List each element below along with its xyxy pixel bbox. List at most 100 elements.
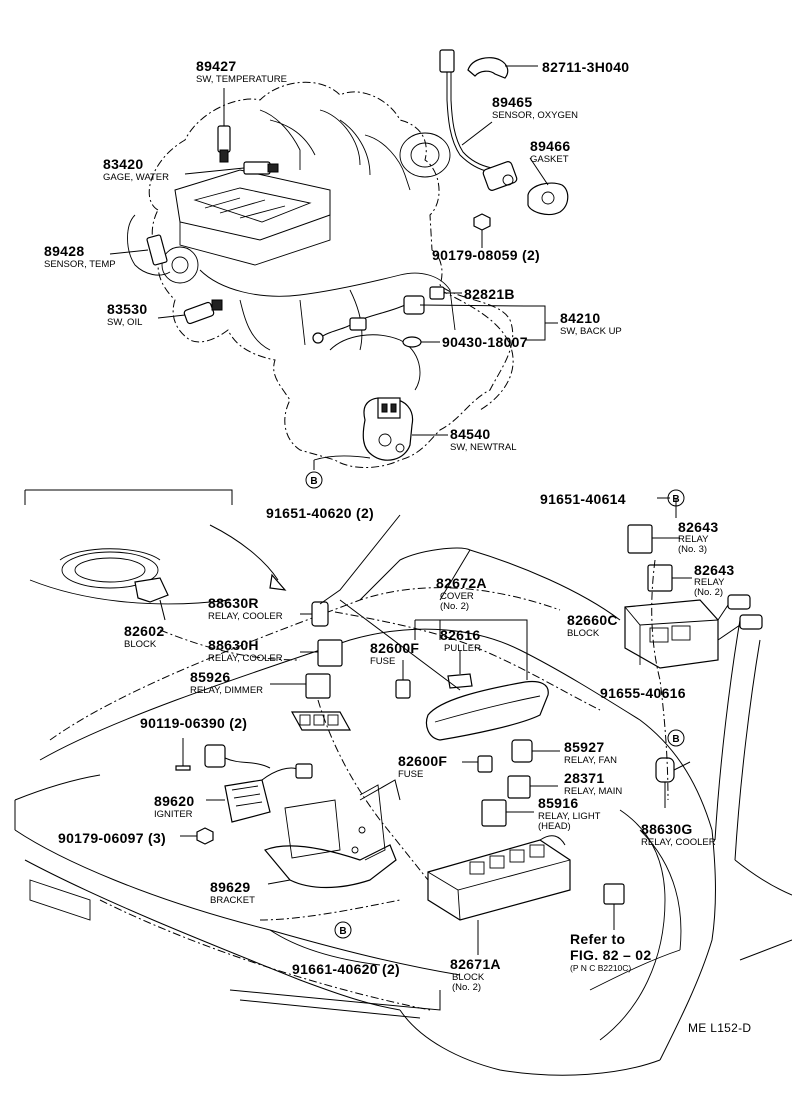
b-marker-3 — [667, 729, 685, 747]
label-28371-desc: RELAY, MAIN — [564, 786, 622, 797]
label-82643a-desc: RELAY — [678, 534, 709, 545]
label-82600a-part: 82600F — [370, 640, 419, 656]
relay-85916-part — [481, 799, 507, 827]
label-90179a-part: 90179-08059 (2) — [432, 247, 540, 263]
label-82616-desc: PULLER — [444, 643, 481, 654]
b-marker-1 — [305, 471, 323, 489]
label-82821-part: 82821B — [464, 286, 515, 302]
label-85927-part: 85927 — [564, 739, 604, 755]
label-85926-desc: RELAY, DIMMER — [190, 685, 263, 696]
b-marker-text-2: B — [672, 494, 679, 505]
block-82602-part — [134, 577, 169, 603]
upper-parts — [109, 49, 569, 470]
label-82671-desc2: (No. 2) — [452, 982, 481, 993]
label-89428-desc: SENSOR, TEMP — [44, 259, 116, 270]
label-85916-part: 85916 — [538, 795, 578, 811]
label-91655-part: 91655-40616 — [600, 685, 686, 701]
label-82643a-desc2: (No. 3) — [678, 544, 707, 555]
refer-line-3: (P N C B2210C) — [570, 963, 631, 973]
relay-28371-part — [507, 775, 531, 799]
label-84540-part: 84540 — [450, 426, 490, 442]
relay-parts — [159, 497, 763, 955]
nut-part — [473, 213, 491, 231]
label-82711-part: 82711-3H040 — [542, 59, 629, 75]
nut-06097-part — [196, 827, 214, 845]
oxygen-sensor-part — [482, 161, 518, 191]
label-84540-desc: SW, NEWTRAL — [450, 442, 517, 453]
label-82643b-desc2: (No. 2) — [694, 587, 723, 598]
relay-85926-part — [305, 673, 331, 699]
screw-part — [175, 765, 191, 771]
label-84210-desc: SW, BACK UP — [560, 326, 622, 337]
label-85926-part: 85926 — [190, 669, 230, 685]
label-88630h-desc: RELAY, COOLER — [208, 653, 283, 664]
gasket-part — [527, 182, 569, 216]
connector-82821b-part — [429, 286, 445, 300]
label-82643b-desc: RELAY — [694, 577, 725, 588]
b-marker-text-1: B — [310, 476, 317, 487]
label-89466-part: 89466 — [530, 138, 570, 154]
refer-line-1: Refer to — [570, 931, 625, 947]
label-89427-desc: SW, TEMPERATURE — [196, 74, 287, 85]
label-82600a-desc: FUSE — [370, 656, 395, 667]
label-85927-desc: RELAY, FAN — [564, 755, 617, 766]
vehicle-body-illustration — [14, 547, 792, 1076]
label-83420-part: 83420 — [103, 156, 143, 172]
label-82672-desc2: (No. 2) — [440, 601, 469, 612]
label-83530-part: 83530 — [107, 301, 147, 317]
label-84210-part: 84210 — [560, 310, 600, 326]
oil-switch-part — [183, 301, 215, 325]
label-90179b-part: 90179-06097 (3) — [58, 830, 166, 846]
label-89620-part: 89620 — [154, 793, 194, 809]
figure-code: ME L152-D — [688, 1021, 751, 1035]
label-82643a-part: 82643 — [678, 519, 718, 535]
relay-85927-part — [511, 739, 533, 763]
block-82660c-part — [624, 594, 763, 669]
label-82660-part: 82660C — [567, 612, 618, 628]
b-marker-text-3: B — [672, 734, 679, 745]
refer-relay-part — [603, 883, 625, 905]
label-88630g-part: 88630G — [641, 821, 693, 837]
connector-clip-part — [467, 57, 509, 79]
label-82671-desc: BLOCK — [452, 972, 485, 983]
relay-88630g-part — [655, 757, 675, 783]
label-82600b-part: 82600F — [398, 753, 447, 769]
label-82602-part: 82602 — [124, 623, 164, 639]
label-91651a-part: 91651-40620 (2) — [266, 505, 374, 521]
relay-88630h-part — [317, 639, 343, 667]
label-88630g-desc: RELAY, COOLER — [641, 837, 716, 848]
label-82600b-desc: FUSE — [398, 769, 423, 780]
b-marker-4 — [334, 921, 352, 939]
label-28371-part: 28371 — [564, 770, 604, 786]
bracket-part — [264, 779, 401, 889]
label-90119-part: 90119-06390 (2) — [140, 715, 247, 731]
fuse-lower-part — [477, 755, 493, 773]
label-82672-part: 82672A — [436, 575, 487, 591]
neutral-switch-part — [362, 397, 414, 461]
engine-illustration — [127, 81, 514, 468]
temp-sensor-part — [146, 234, 168, 266]
label-82602-desc: BLOCK — [124, 639, 157, 650]
label-82660-desc: BLOCK — [567, 628, 600, 639]
label-88630r-part: 88630R — [208, 595, 259, 611]
label-89620-desc: IGNITER — [154, 809, 193, 820]
b-markers: B B B B — [305, 471, 685, 939]
part-labels: 82711-3H040 89427 SW, TEMPERATURE 89465 … — [44, 58, 751, 1035]
puller-part — [447, 673, 473, 689]
relay-82643-no2-part — [647, 564, 673, 592]
block-82671a-part — [427, 835, 571, 921]
label-83530-desc: SW, OIL — [107, 317, 142, 328]
oxygen-sensor-connector — [439, 49, 455, 73]
label-88630h-part: 88630H — [208, 637, 259, 653]
b-marker-2 — [667, 489, 685, 507]
label-91661-part: 91661-40620 (2) — [292, 961, 400, 977]
washer-part — [402, 336, 422, 348]
label-88630r-desc: RELAY, COOLER — [208, 611, 283, 622]
label-89466-desc: GASKET — [530, 154, 569, 165]
fuse-upper-part — [395, 679, 411, 699]
label-83420-desc: GAGE, WATER — [103, 172, 169, 183]
water-gage-part — [243, 161, 271, 175]
label-85916-desc: RELAY, LIGHT — [538, 811, 601, 822]
label-89465-part: 89465 — [492, 94, 532, 110]
